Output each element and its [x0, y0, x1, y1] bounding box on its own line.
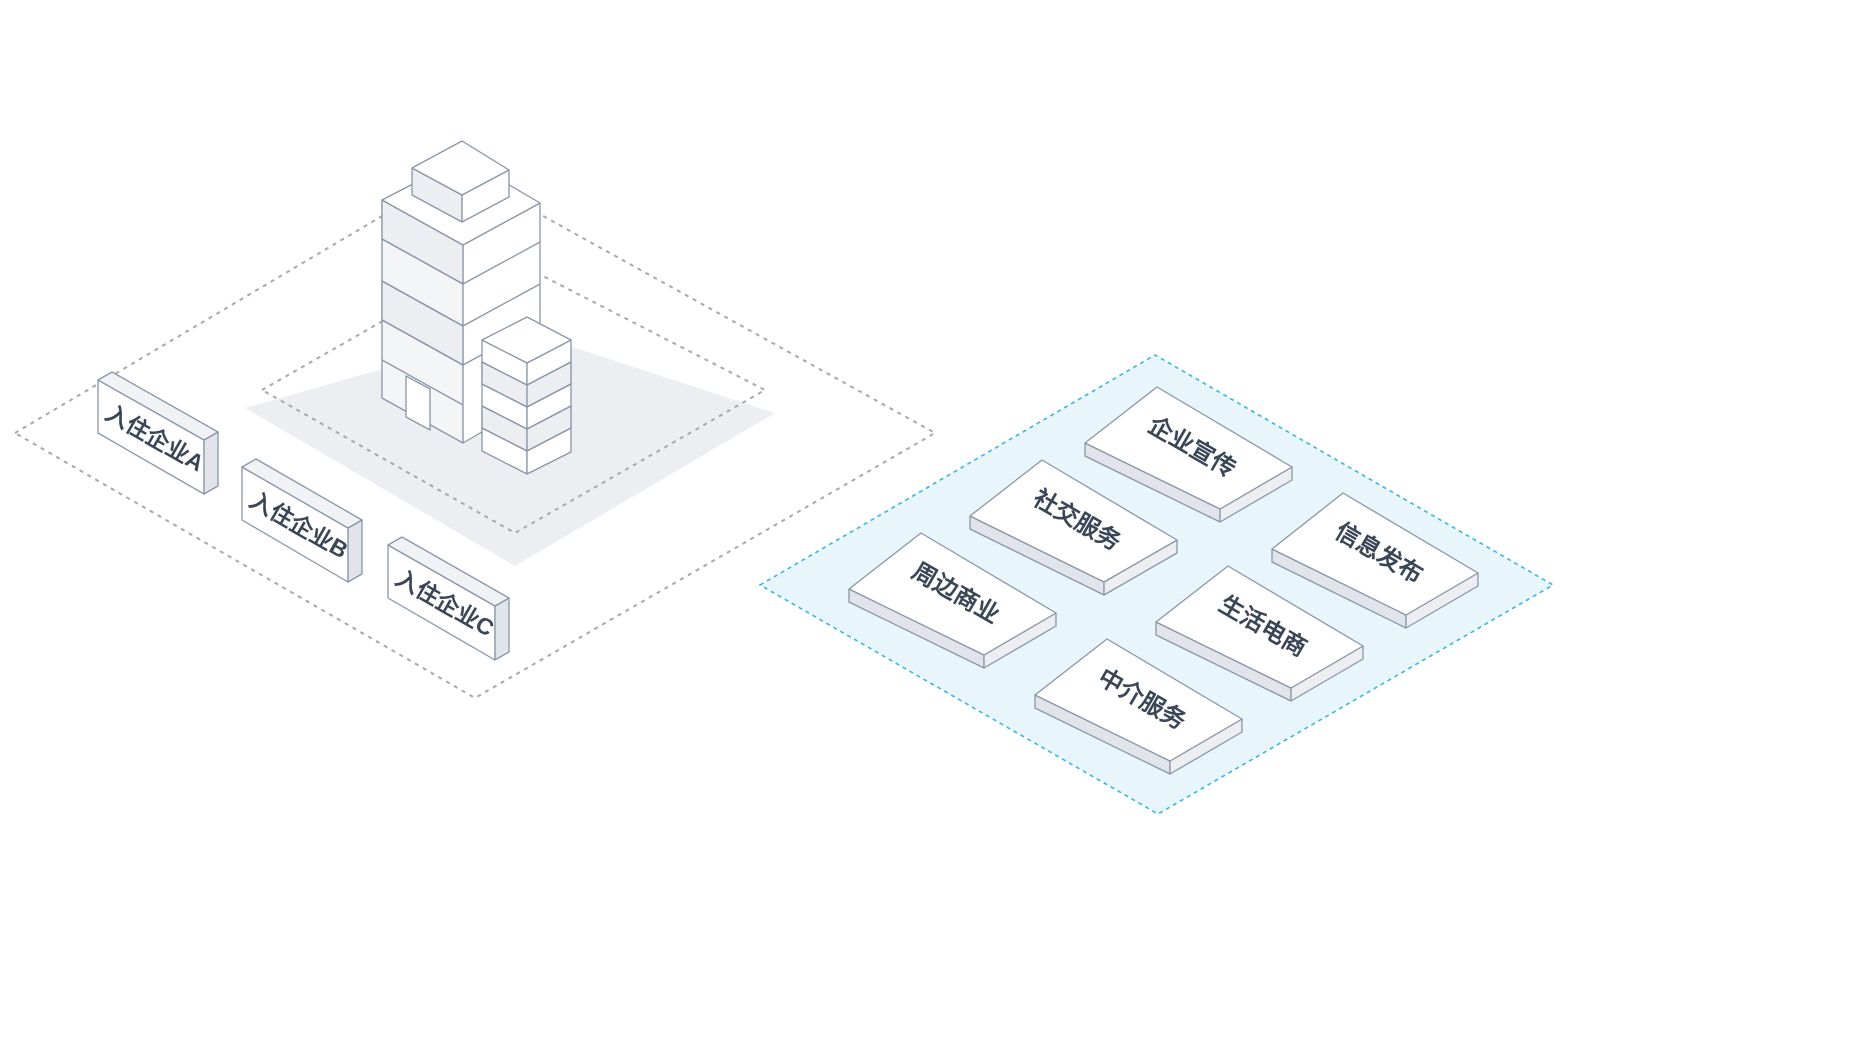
services-zone: [758, 354, 1555, 815]
park-outer-boundary: [13, 168, 938, 700]
tenant-sign-a: 入住企业A: [97, 371, 219, 495]
service-tile-info: 信息发布: [1271, 492, 1479, 629]
tenant-sign-c: 入住企业C: [387, 536, 510, 661]
services-zone-area: [758, 354, 1555, 815]
service-tiles: 企业宣传 社交服务 信息发布 周边商业 生活电商: [848, 386, 1479, 775]
tower-door: [405, 375, 431, 431]
tenant-sign-b: 入住企业B: [241, 458, 363, 583]
annex-building: [481, 316, 572, 475]
service-tile-nearby: 周边商业: [848, 532, 1057, 669]
service-tile-ecommerce: 生活电商: [1155, 565, 1364, 702]
service-tile-agency: 中介服务: [1034, 638, 1243, 775]
